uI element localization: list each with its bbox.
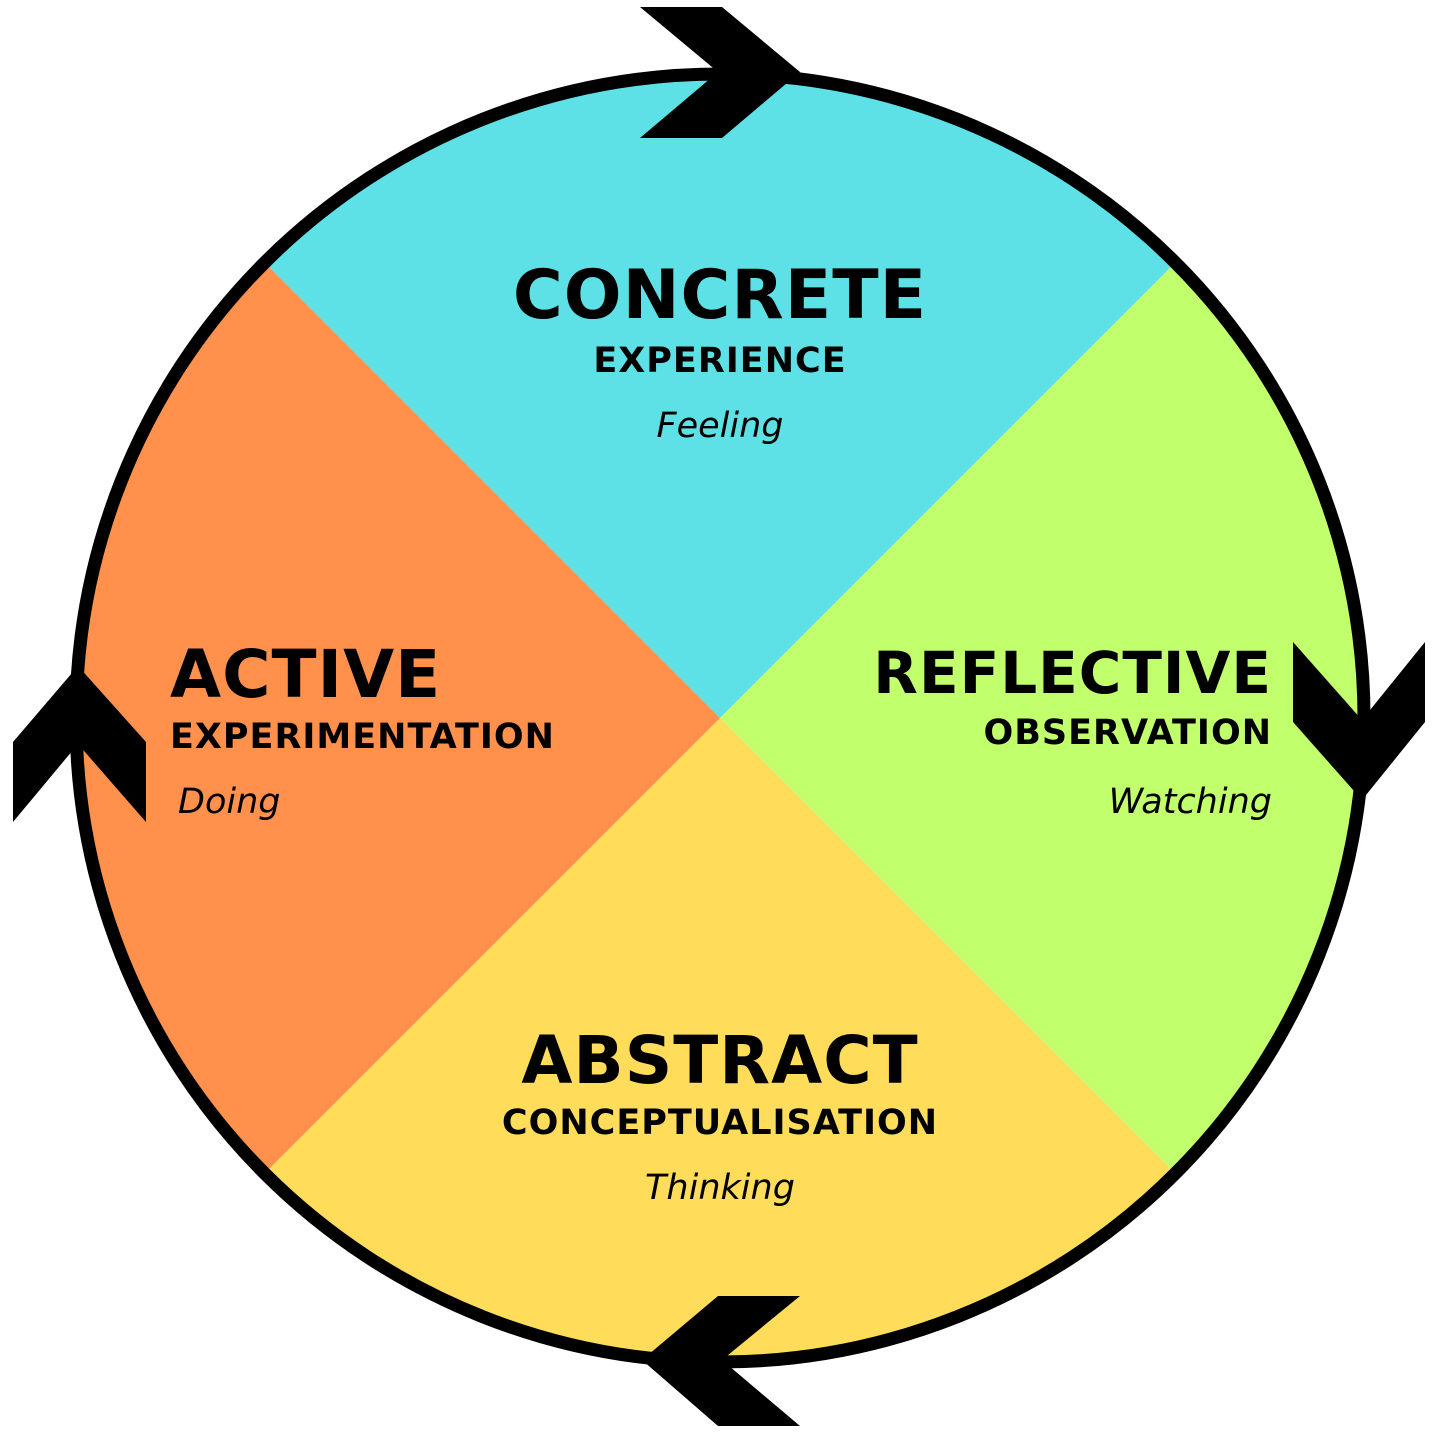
- stage-title: ACTIVE: [170, 636, 442, 713]
- chevron-left-icon: [642, 1296, 800, 1426]
- stage-verb: Doing: [178, 782, 281, 822]
- stage-subtitle: OBSERVATION: [983, 713, 1272, 753]
- stage-subtitle: EXPERIENCE: [593, 341, 847, 381]
- stage-title: ABSTRACT: [521, 1022, 919, 1099]
- stage-abstract: ABSTRACT CONCEPTUALISATION Thinking: [502, 1028, 938, 1206]
- stage-subtitle: EXPERIMENTATION: [170, 717, 555, 757]
- stage-active: ACTIVE EXPERIMENTATION Doing: [170, 642, 555, 820]
- chevron-down-icon: [1293, 642, 1425, 800]
- stage-subtitle: CONCEPTUALISATION: [501, 1103, 939, 1143]
- stage-title: CONCRETE: [512, 256, 928, 335]
- stage-verb: Watching: [1108, 782, 1272, 822]
- stage-concrete: CONCRETE EXPERIENCE Feeling: [513, 262, 927, 444]
- stage-verb: Thinking: [645, 1168, 795, 1208]
- chevron-right-icon: [640, 7, 800, 138]
- chevron-up-icon: [13, 666, 146, 822]
- stage-reflective: REFLECTIVE OBSERVATION Watching: [873, 644, 1272, 820]
- stage-verb: Feeling: [656, 406, 784, 446]
- stage-title: REFLECTIVE: [873, 639, 1272, 707]
